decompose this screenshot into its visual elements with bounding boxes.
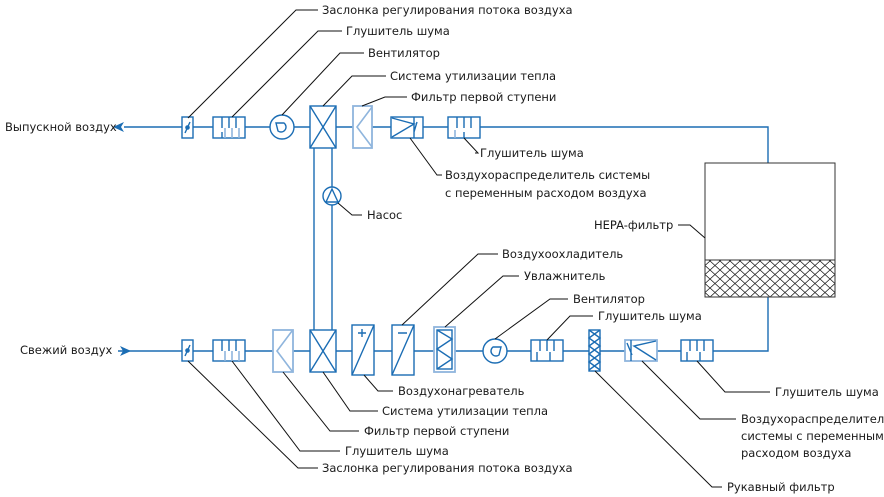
- exhaust-prefilter-label: Фильтр первой ступени: [411, 90, 556, 104]
- supply-heat-recovery-icon: [309, 329, 337, 373]
- leader-lines: [187, 9, 770, 488]
- supply-silencer-end-icon: [680, 339, 714, 362]
- supply-silencer-mid-icon: [530, 339, 564, 362]
- supply-arrow-icon: [120, 346, 131, 356]
- supply-damper-label: Заслонка регулирования потока воздуха: [322, 461, 573, 475]
- exhaust-heat-recovery-label: Система утилизации тепла: [390, 69, 556, 83]
- exhaust-fan-label: Вентилятор: [368, 46, 440, 60]
- exhaust-vav-icon: [390, 116, 424, 139]
- supply-vav-icon: [624, 339, 658, 362]
- heater-label: Воздухонагреватель: [398, 384, 525, 398]
- exhaust-prefilter-icon: [352, 105, 373, 149]
- exhaust-heat-recovery-icon: [309, 105, 337, 149]
- heater-icon: [351, 324, 375, 376]
- exhaust-fan-icon: [269, 114, 295, 140]
- exhaust-vav-label-1: Воздухораспределитель системы: [445, 168, 650, 182]
- supply-prefilter-label: Фильтр первой ступени: [364, 424, 509, 438]
- supply-silencer-mid-label: Глушитель шума: [598, 309, 702, 323]
- supply-fan-icon: [482, 338, 508, 364]
- bag-filter-icon: [587, 329, 602, 372]
- supply-silencer-end-label: Глушитель шума: [775, 385, 879, 399]
- pump-label: Насос: [367, 208, 402, 222]
- heat-recovery-loop: [313, 148, 333, 330]
- exhaust-vav-label-2: с переменным расходом воздуха: [445, 186, 647, 200]
- supply-silencer-icon: [212, 339, 246, 362]
- supply-heat-recovery-label: Система утилизации тепла: [382, 404, 548, 418]
- fresh-air-label: Свежий воздух: [20, 343, 113, 357]
- cooler-label: Воздухоохладитель: [502, 247, 623, 261]
- exhaust-silencer-icon: [212, 116, 246, 139]
- supply-vav-label-2: системы с переменным: [741, 429, 884, 443]
- hepa-filter: [704, 162, 836, 298]
- exhaust-silencer2-icon: [447, 116, 481, 139]
- supply-vav-label-3: расходом воздуха: [741, 446, 851, 460]
- supply-vav-label-1: Воздухораспределитель: [741, 412, 884, 426]
- hepa-label: HEPA-фильтр: [594, 218, 673, 232]
- exhaust-duct: [113, 122, 769, 163]
- supply-prefilter-icon: [272, 329, 294, 373]
- supply-fan-label: Вентилятор: [573, 292, 645, 306]
- supply-damper-icon: [181, 339, 194, 362]
- humidifier-icon: [433, 326, 456, 373]
- cooler-icon: [391, 324, 415, 376]
- pump-icon: [322, 186, 342, 206]
- exhaust-damper-label: Заслонка регулирования потока воздуха: [322, 3, 573, 17]
- exhaust-arrow-icon: [113, 122, 124, 132]
- exhaust-silencer2-label: Глушитель шума: [480, 146, 584, 160]
- exhaust-damper-icon: [181, 116, 194, 139]
- exhaust-silencer-label: Глушитель шума: [346, 24, 450, 38]
- humidifier-label: Увлажнитель: [524, 269, 606, 283]
- bag-filter-label: Рукавный фильтр: [727, 480, 835, 494]
- exhaust-air-label: Выпускной воздух: [5, 120, 117, 134]
- supply-silencer-label: Глушитель шума: [345, 444, 449, 458]
